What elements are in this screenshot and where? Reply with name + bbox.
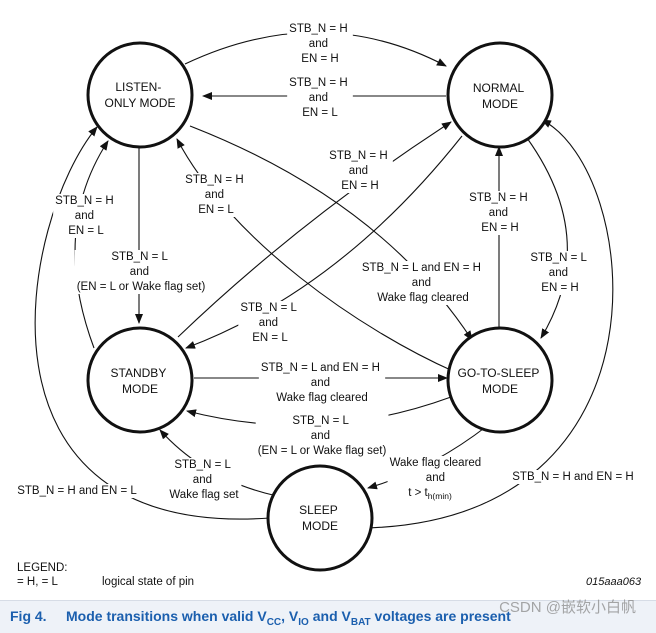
caption-number: Fig 4. — [10, 608, 47, 624]
label-gts-to-normal: STB_N = H and EN = H — [469, 192, 531, 234]
state-listen-line-1: LISTEN- — [115, 80, 161, 94]
arrow-standby-to-normal — [177, 121, 452, 338]
svg-text:STANDBY MODE: STANDBY MODE — [111, 366, 170, 396]
label-sleep-to-standby: STB_N = L and Wake flag set — [169, 459, 239, 501]
state-normal: NORMAL MODE — [446, 41, 554, 149]
label-background — [238, 301, 302, 345]
caption-text: Mode transitions when valid VCC, VIO and… — [66, 608, 511, 628]
svg-text:GO-TO-SLEEP MODE: GO-TO-SLEEP MODE — [458, 366, 543, 396]
label-standby-to-normal: STB_N = H and EN = H — [329, 150, 391, 192]
figure-id: 015aaa063 — [586, 576, 642, 588]
state-standby: STANDBY MODE — [86, 326, 194, 434]
legend-description: logical state of pin — [102, 576, 194, 588]
label-background — [183, 173, 249, 217]
label-background — [74, 250, 208, 294]
label-background — [167, 458, 242, 502]
label-background — [15, 484, 140, 498]
state-normal-line-2: MODE — [482, 97, 518, 111]
label-listen-to-gts: STB_N = L and EN = H and Wake flag clear… — [362, 262, 484, 304]
state-standby-line-2: MODE — [122, 382, 158, 396]
state-normal-line-1: NORMAL — [473, 81, 525, 95]
label-sleep-to-normal: STB_N = H and EN = H — [512, 471, 633, 483]
label-background — [510, 470, 636, 484]
label-background — [255, 414, 389, 458]
label-standby-to-gts: STB_N = L and EN = H and Wake flag clear… — [261, 362, 383, 404]
arrow-sleep-to-normal — [364, 119, 614, 529]
svg-text:SLEEP MODE: SLEEP MODE — [299, 503, 341, 533]
arrow-normal-to-standby — [185, 135, 463, 349]
label-normal-to-gts: STB_N = L and EN = H — [530, 252, 589, 294]
svg-text:LISTEN- ONLY MODE: LISTEN- ONLY MODE — [105, 80, 176, 110]
label-normal-to-listen: STB_N = H and EN = L — [289, 77, 351, 119]
state-sleep-line-2: MODE — [302, 519, 338, 533]
watermark: CSDN @嵌软小白帆 — [499, 599, 636, 616]
arrow-standby-to-listen — [74, 140, 109, 349]
figure-caption: Fig 4. Mode transitions when valid VCC, … — [0, 600, 656, 633]
mode-transition-diagram: LISTEN- ONLY MODE NORMAL MODE STANDBY MO… — [15, 22, 642, 588]
label-gts-to-listen: STB_N = H and EN = L — [185, 174, 247, 216]
label-background — [53, 194, 119, 238]
svg-text:NORMAL MODE: NORMAL MODE — [473, 81, 527, 111]
state-sleep-line-1: SLEEP — [299, 503, 338, 517]
label-background — [359, 261, 487, 305]
label-standby-to-listen: STB_N = H and EN = L — [55, 195, 117, 237]
label-background — [258, 361, 386, 405]
label-background — [528, 251, 592, 295]
label-listen-to-standby: STB_N = L and (EN = L or Wake flag set) — [77, 251, 206, 293]
legend-key: = H, = L — [17, 576, 59, 588]
label-gts-to-sleep: Wake flag cleared and t > th(min) — [390, 457, 485, 501]
label-listen-to-normal: STB_N = H and EN = H — [289, 23, 351, 65]
state-listen-line-2: ONLY MODE — [105, 96, 176, 110]
label-background — [287, 22, 353, 66]
label-background — [327, 149, 393, 193]
legend-title: LEGEND: — [17, 562, 68, 574]
label-background — [287, 76, 353, 120]
label-background — [467, 191, 533, 235]
state-standby-line-1: STANDBY — [111, 366, 167, 380]
arrow-normal-to-gts — [526, 137, 568, 339]
arrow-sleep-to-listen — [34, 126, 271, 520]
label-gts-to-standby: STB_N = L and (EN = L or Wake flag set) — [258, 415, 387, 457]
label-sleep-to-listen: STB_N = H and EN = L — [17, 485, 137, 497]
state-sleep: SLEEP MODE — [266, 464, 374, 572]
label-background — [387, 456, 487, 502]
state-listen-only: LISTEN- ONLY MODE — [86, 41, 194, 149]
state-go-to-sleep: GO-TO-SLEEP MODE — [446, 326, 554, 434]
legend: LEGEND: = H, = L logical state of pin — [17, 562, 194, 588]
state-gts-line-2: MODE — [482, 382, 518, 396]
state-gts-line-1: GO-TO-SLEEP — [458, 366, 540, 380]
label-normal-to-standby: STB_N = L and EN = L — [240, 302, 299, 344]
